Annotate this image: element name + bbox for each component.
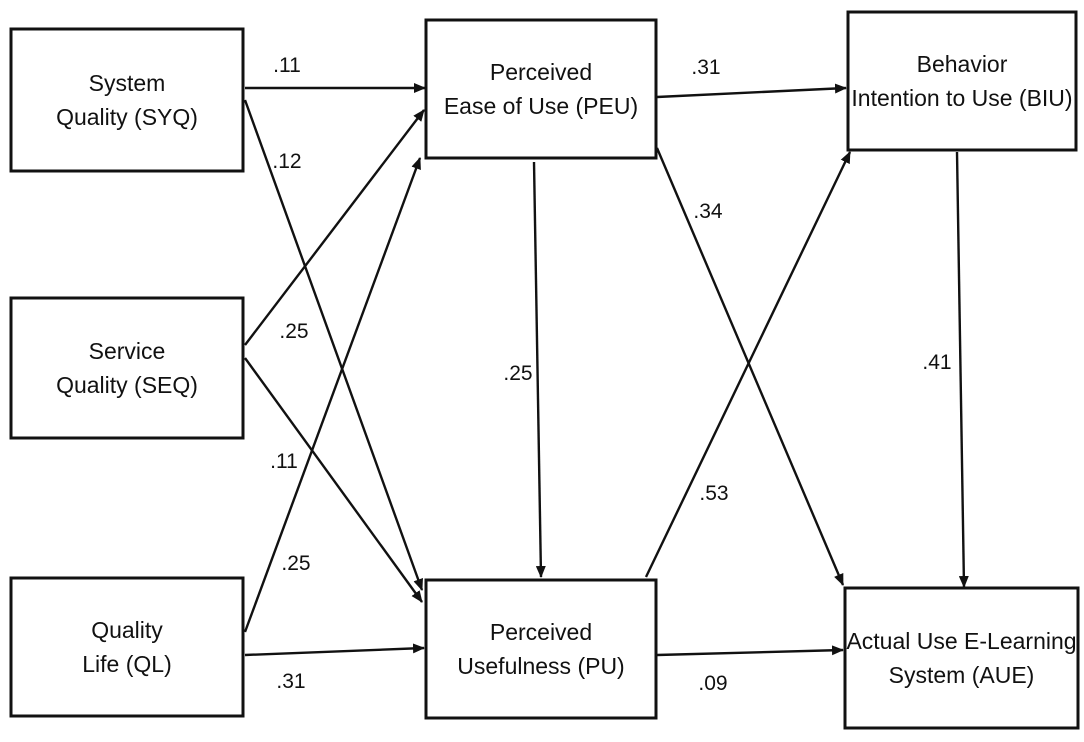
node-label-line: Quality (SYQ) xyxy=(56,104,198,130)
arrow-peu-to-biu xyxy=(656,83,847,99)
arrow-biu-to-aue xyxy=(955,151,969,588)
node-label-line: Actual Use E-Learning xyxy=(846,628,1076,654)
arrow-line xyxy=(244,109,425,346)
node-label-line: Quality (SEQ) xyxy=(56,372,198,398)
node-box xyxy=(9,296,245,440)
coefficient-label-seq-peu: .25 xyxy=(279,320,308,343)
arrow-line xyxy=(244,643,425,657)
coefficient-label-pu-aue: .09 xyxy=(698,672,727,695)
coefficient-label-pu-biu: .53 xyxy=(699,482,728,505)
arrow-ql-to-peu xyxy=(243,157,422,633)
node-label-line: System xyxy=(89,70,166,96)
node-box xyxy=(9,27,245,173)
node-label-line: Perceived xyxy=(490,59,592,85)
arrow-line xyxy=(532,161,546,578)
node-box xyxy=(424,18,658,160)
arrow-line xyxy=(656,83,847,99)
arrow-peu-to-pu xyxy=(532,161,546,578)
edges xyxy=(243,83,969,657)
arrow-pu-to-biu xyxy=(644,151,852,578)
arrow-ql-to-pu xyxy=(244,643,425,657)
node-label-line: System (AUE) xyxy=(889,662,1035,688)
node-box xyxy=(424,578,658,720)
node-label-line: Perceived xyxy=(490,619,592,645)
coefficient-label-peu-aue: .34 xyxy=(693,200,723,223)
node-label-line: Quality xyxy=(91,617,163,643)
coefficient-label-peu-biu: .31 xyxy=(691,56,720,79)
arrow-line xyxy=(243,157,422,633)
arrow-peu-to-aue xyxy=(655,147,845,586)
node-label-line: Ease of Use (PEU) xyxy=(444,93,638,119)
node-label-line: Behavior xyxy=(917,51,1008,77)
coefficient-label-syq-peu: .11 xyxy=(273,54,301,77)
arrow-line xyxy=(655,147,845,586)
arrow-line xyxy=(656,645,844,657)
coefficient-label-biu-aue: .41 xyxy=(922,351,951,374)
arrow-pu-to-aue xyxy=(656,645,844,657)
node-label-line: Usefulness (PU) xyxy=(457,653,624,679)
node-box xyxy=(9,576,245,718)
arrow-line xyxy=(644,151,852,578)
arrow-syq-to-pu xyxy=(243,99,424,591)
node-label-line: Intention to Use (BIU) xyxy=(851,85,1072,111)
coefficient-label-seq-pu: .11 xyxy=(270,450,298,473)
arrow-line xyxy=(244,357,423,603)
node-label-line: Life (QL) xyxy=(82,651,171,677)
arrow-line xyxy=(955,151,969,588)
arrow-seq-to-peu xyxy=(244,109,425,346)
edge-labels: .11 .12 .25 .11 .25 .31 .31 .25 .34 .53 .09 .41 xyxy=(270,54,951,695)
coefficient-label-ql-pu: .31 xyxy=(276,670,305,693)
arrow-seq-to-pu xyxy=(244,357,423,603)
node-label-line: Service xyxy=(89,338,166,364)
arrow-line xyxy=(243,99,424,591)
node-box xyxy=(843,586,1080,730)
coefficient-label-ql-peu: .25 xyxy=(281,552,310,575)
node-box xyxy=(846,10,1078,152)
coefficient-label-syq-pu: .12 xyxy=(272,150,301,173)
coefficient-label-peu-pu: .25 xyxy=(503,362,532,385)
